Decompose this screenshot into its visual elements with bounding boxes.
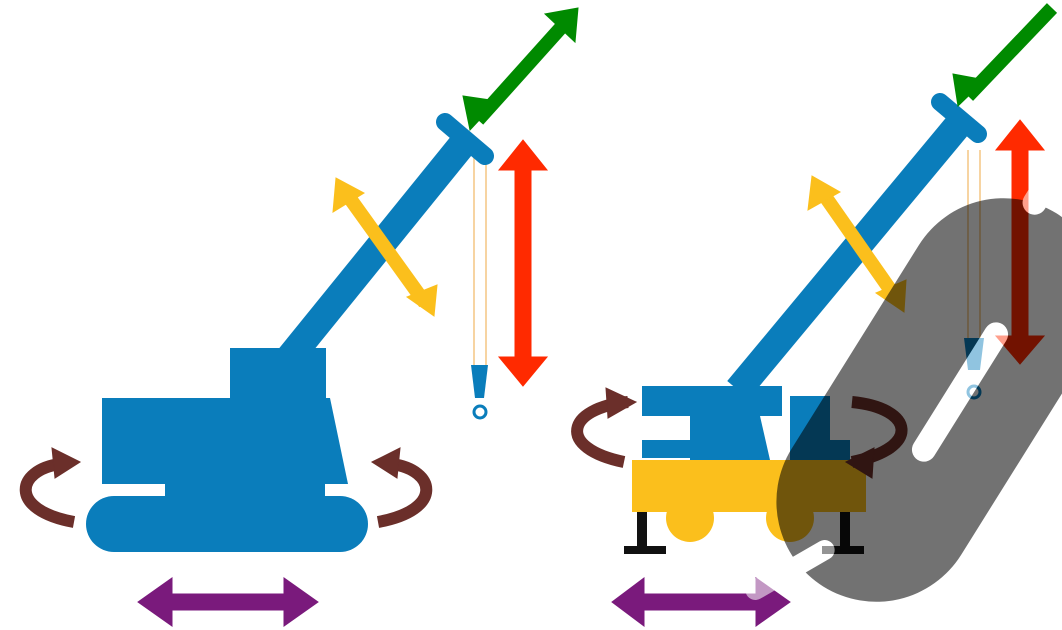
travel-arrow [138, 578, 318, 626]
slew-arrow-left [577, 388, 636, 462]
hoisting-arrow [499, 140, 547, 386]
slew-arrow-right [372, 448, 426, 522]
crawler-crane-panel [26, 8, 578, 626]
hoist-rope [474, 150, 486, 368]
slew-arrow-left [26, 448, 80, 522]
boom-extension-arrow [953, 8, 1052, 106]
crawler-body [86, 348, 368, 552]
hook-icon [471, 365, 488, 418]
boom-extension-arrow [463, 8, 578, 130]
